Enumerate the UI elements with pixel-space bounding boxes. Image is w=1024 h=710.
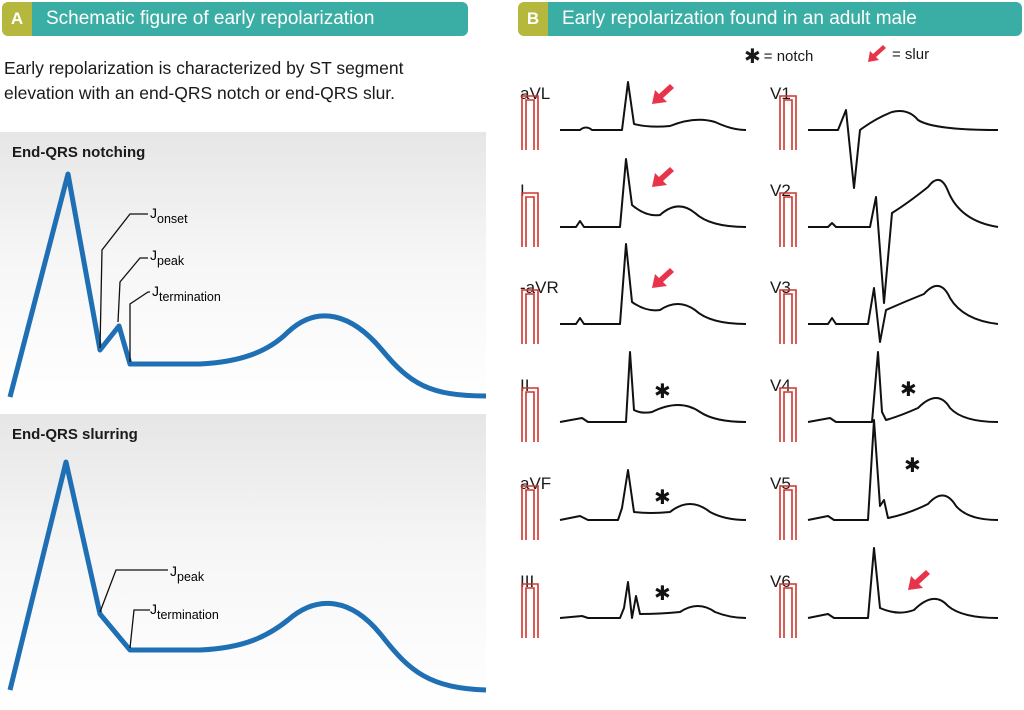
lead-label: V1 — [770, 84, 791, 103]
legend-notch-text: = notch — [763, 48, 814, 65]
calibration-pulse — [521, 95, 539, 150]
calibration-pulse — [779, 192, 797, 247]
slurring-diagram: Jpeak Jtermination — [7, 459, 486, 693]
calibration-pulse — [779, 387, 797, 442]
j-termination-label-slur: Jtermination — [150, 601, 219, 622]
ecg-trace — [560, 243, 747, 325]
slur-arrow-icon — [908, 570, 930, 590]
notching-diagram: Jonset Jpeak Jtermination — [7, 171, 486, 399]
notch-asterisk-icon: ✱ — [900, 377, 917, 401]
calibration-pulse — [779, 485, 797, 540]
lead-label: V5 — [770, 474, 791, 493]
intro-text: Early repolarization is characterized by… — [4, 58, 404, 103]
lead-avf: ✱ — [521, 469, 747, 540]
lead-v4: ✱ — [779, 351, 999, 442]
j-onset-leader — [99, 213, 148, 349]
panel-b-header: B Early repolarization found in an adult… — [518, 2, 1022, 36]
ecg-trace — [807, 547, 999, 619]
notch-asterisk-icon: ✱ — [654, 485, 671, 509]
ecg-trace — [808, 285, 999, 343]
lead-v6 — [779, 547, 999, 638]
slurring-leader-lines — [99, 569, 168, 649]
lead-label: V6 — [770, 572, 791, 591]
j-peak-leader-notch — [117, 257, 148, 323]
j-termination-leader-slur — [129, 609, 150, 649]
calibration-pulse — [521, 192, 539, 247]
j-termination-label-notch: Jtermination — [152, 283, 221, 304]
slurring-wave — [7, 459, 486, 693]
notching-wave — [7, 171, 486, 399]
slurring-title: End-QRS slurring — [12, 426, 138, 443]
j-peak-label-slur: Jpeak — [170, 563, 205, 584]
lead-i — [521, 158, 747, 247]
legend-notch: ✱ = notch — [744, 44, 813, 69]
lead-label: I — [520, 181, 525, 200]
panel-a-letter: A — [2, 2, 32, 36]
lead-label: -aVR — [520, 278, 559, 297]
slur-arrow-icon — [652, 268, 674, 288]
notching-panel: End-QRS notching Jonset Jpeak Jterminati… — [0, 132, 486, 408]
ecg-trace — [560, 81, 747, 131]
ecg-trace — [560, 158, 747, 228]
lead-label: III — [520, 572, 535, 591]
calibration-pulse — [521, 387, 539, 442]
j-peak-leader-slur — [99, 569, 168, 613]
j-termination-leader-notch — [129, 291, 150, 362]
calibration-pulse — [521, 485, 539, 540]
lead-v5: ✱ — [779, 419, 999, 540]
lead-label: V4 — [770, 376, 791, 395]
lead-avl — [521, 81, 747, 150]
panel-a-title: Schematic figure of early repolarization — [32, 2, 468, 36]
legend-slur-text: = slur — [892, 45, 930, 63]
calibration-pulse — [779, 583, 797, 638]
notch-asterisk-icon: ✱ — [744, 46, 761, 68]
notch-asterisk-icon: ✱ — [904, 453, 921, 477]
calibration-pulse — [521, 289, 539, 344]
lead-iii: ✱ — [521, 581, 747, 638]
legend-slur: = slur — [866, 44, 929, 64]
lead-avr — [521, 243, 747, 344]
ecg-trace — [559, 351, 747, 423]
notching-title: End-QRS notching — [12, 144, 146, 161]
slur-arrow-icon — [652, 84, 674, 104]
ecg-trace — [559, 469, 747, 521]
lead-label: aVF — [520, 474, 552, 493]
panel-b-title: Early repolarization found in an adult m… — [548, 2, 1022, 36]
j-peak-label-notch: Jpeak — [150, 247, 185, 268]
calibration-pulse — [779, 289, 797, 344]
notch-asterisk-icon: ✱ — [654, 581, 671, 605]
ecg-trace — [808, 179, 999, 304]
panel-b-letter: B — [518, 2, 548, 36]
lead-v3 — [779, 285, 999, 344]
slurring-panel: End-QRS slurring Jpeak Jtermination — [0, 414, 486, 710]
slur-arrow-icon — [652, 167, 674, 187]
lead-label: aVL — [520, 84, 551, 103]
lead-label: II — [520, 376, 530, 395]
ecg-trace — [807, 351, 999, 423]
j-onset-label: Jonset — [150, 205, 188, 226]
lead-ii: ✱ — [521, 351, 747, 442]
lead-v2 — [779, 179, 999, 304]
lead-v1 — [779, 95, 999, 189]
slur-arrow-icon — [868, 45, 886, 62]
ecg-trace — [807, 419, 999, 521]
ecg-leads-grid: ✱ ✱ ✱ ✱ ✱ — [521, 81, 999, 638]
ecg-trace — [559, 581, 747, 619]
calibration-pulse — [521, 583, 539, 638]
panel-a-header: A Schematic figure of early repolarizati… — [2, 2, 468, 36]
notch-asterisk-icon: ✱ — [654, 379, 671, 403]
notching-leader-lines — [99, 213, 150, 362]
lead-label: V2 — [770, 181, 791, 200]
calibration-pulse — [779, 95, 797, 150]
ecg-trace — [808, 109, 999, 189]
lead-label: V3 — [770, 278, 791, 297]
